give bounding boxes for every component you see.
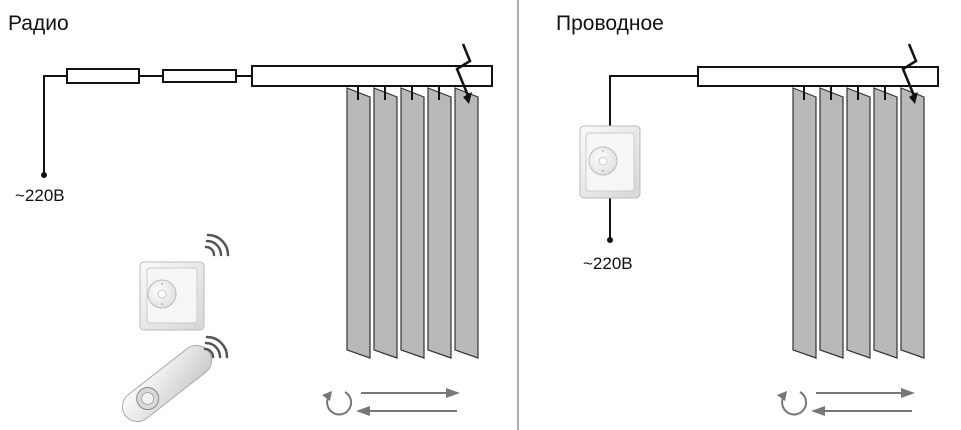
left-panel: [41, 43, 493, 423]
wireless-signal-icon: [204, 233, 230, 257]
left-slat-5: [454, 87, 479, 359]
right-blind-slats: [792, 87, 925, 359]
right-slat-4: [873, 87, 898, 359]
radio-wall-switch: [139, 261, 205, 331]
left-slat-4: [427, 87, 452, 359]
left-blind-slats: [346, 87, 479, 359]
left-power-terminal: [41, 172, 47, 178]
left-slat-3: [400, 87, 425, 359]
right-slat-1: [792, 87, 817, 359]
wireless-signal-icon: [203, 335, 229, 359]
right-panel: [579, 43, 939, 416]
left-slat-2: [373, 87, 398, 359]
right-panel-title: Проводное: [556, 12, 664, 35]
left-wire-segment-2: [162, 69, 237, 83]
left-slat-1: [346, 87, 371, 359]
left-right-arrows-icon: [356, 388, 460, 416]
right-slat-hooks: [803, 86, 886, 100]
remote-control: [121, 344, 213, 423]
left-panel-title: Радио: [8, 12, 69, 35]
right-slat-2: [819, 87, 844, 359]
wired-wall-switch: [579, 125, 641, 199]
left-curtain-rail: [251, 65, 493, 87]
left-voltage-label: ~220В: [15, 186, 65, 205]
right-control-wire: [609, 75, 698, 126]
right-slat-3: [846, 87, 871, 359]
left-power-wire: [43, 75, 67, 175]
right-power-terminal: [607, 237, 613, 243]
lightning-icon: [455, 43, 472, 104]
rotate-icon: [322, 391, 353, 416]
rotate-icon: [777, 391, 808, 416]
right-slat-5: [900, 87, 925, 359]
left-wire-segment-1: [66, 68, 140, 84]
left-slat-hooks: [357, 86, 440, 100]
left-right-arrows-icon: [811, 388, 915, 416]
right-voltage-label: ~220В: [583, 254, 633, 273]
lightning-icon: [901, 43, 918, 104]
